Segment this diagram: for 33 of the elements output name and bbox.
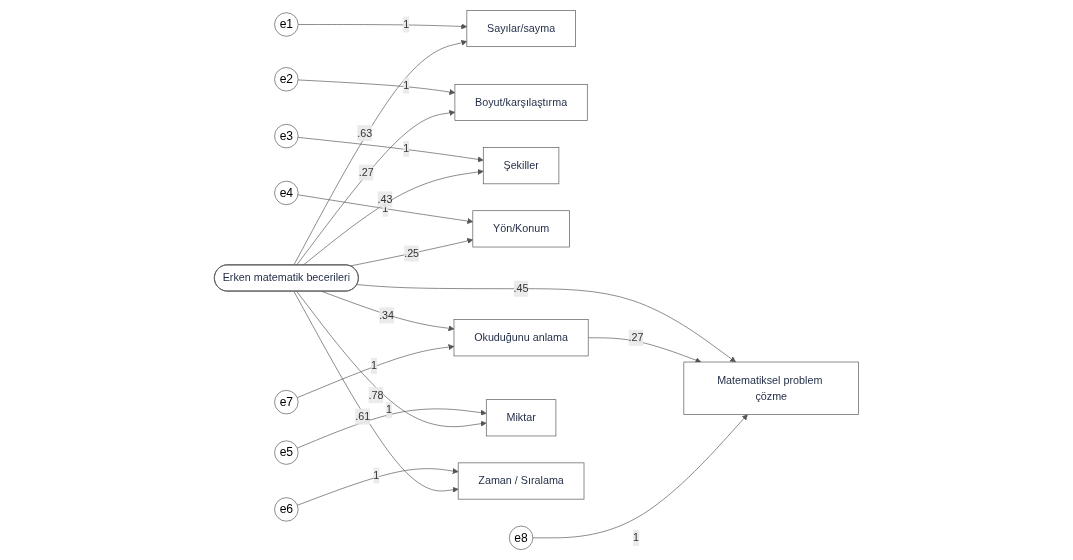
edge-label: 1 bbox=[403, 18, 410, 30]
edge-label: .43 bbox=[377, 193, 393, 205]
node-box: Zaman / Sıralama bbox=[457, 462, 585, 500]
node-circle: e5 bbox=[274, 440, 299, 465]
node-circle: e6 bbox=[274, 497, 299, 522]
edge-label: 1 bbox=[370, 359, 377, 372]
edge-label: .63 bbox=[357, 127, 373, 139]
node-circle: e3 bbox=[274, 124, 299, 149]
node-box: Matematiksel problem çözme bbox=[683, 361, 859, 415]
edge-label: 1 bbox=[373, 469, 380, 481]
node-box: Miktar bbox=[485, 399, 557, 437]
edge-label: .27 bbox=[358, 166, 374, 178]
edge-label: .61 bbox=[355, 410, 371, 422]
node-box: Boyut/karşılaştırma bbox=[454, 84, 588, 121]
node-circle: e8 bbox=[508, 525, 534, 550]
node-box: Okuduğunu anlama bbox=[453, 319, 589, 357]
node-circle: e4 bbox=[274, 180, 299, 206]
edge-label: 1 bbox=[403, 142, 410, 155]
node-circle: e1 bbox=[274, 12, 299, 37]
edge-label: .27 bbox=[628, 331, 644, 344]
node-circle: e7 bbox=[274, 390, 299, 415]
node-box: Yön/Konum bbox=[472, 210, 570, 248]
edge-label: .25 bbox=[404, 247, 420, 259]
edge-label: .45 bbox=[513, 282, 529, 295]
edge-label: .34 bbox=[379, 309, 395, 321]
edge-label: 1 bbox=[633, 531, 639, 544]
edge-label: 1 bbox=[386, 404, 392, 416]
edge-label: 1 bbox=[382, 202, 389, 215]
node-box: Şekiller bbox=[482, 147, 560, 185]
node-circle: e2 bbox=[274, 67, 299, 92]
edge-label: 1 bbox=[403, 79, 410, 92]
edge-label: .78 bbox=[368, 389, 384, 401]
node-box: Sayılar/sayma bbox=[466, 10, 576, 47]
